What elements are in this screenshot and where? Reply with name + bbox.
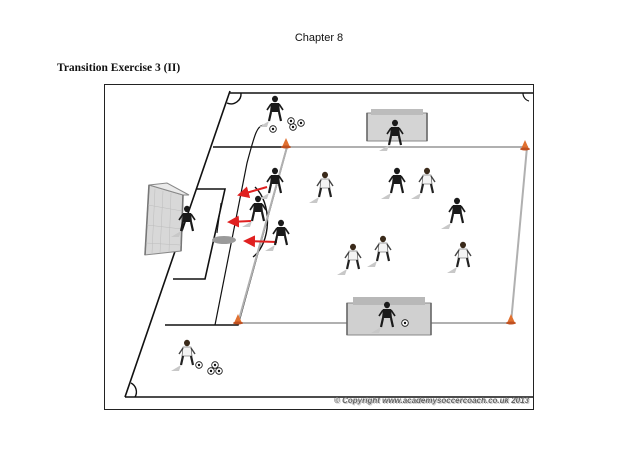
field-markings — [124, 90, 533, 398]
cone-icon — [506, 314, 516, 325]
player-light-icon — [335, 242, 363, 277]
exercise-title: Transition Exercise 3 (II) — [57, 62, 181, 74]
ball-icon — [195, 117, 409, 375]
player-dark-icon — [240, 194, 268, 229]
small-goal-icon — [366, 109, 428, 142]
large-goal-icon — [144, 182, 190, 256]
cone-icon — [281, 138, 291, 149]
player-light-icon — [307, 170, 335, 205]
copyright-text: © Copyright www.academysoccercoach.co.uk… — [333, 396, 529, 405]
chapter-heading: Chapter 8 — [294, 32, 344, 44]
pass-arrows — [227, 186, 278, 248]
cone-icon — [520, 140, 530, 151]
pitch-drawing — [124, 90, 533, 398]
player-light-icon — [169, 338, 197, 373]
player-light-icon — [365, 234, 393, 269]
player-dark-icon — [257, 94, 285, 129]
small-goal-icon — [346, 297, 432, 336]
player-dark-icon — [439, 196, 467, 231]
drill-diagram: © Copyright www.academysoccercoach.co.uk… — [104, 84, 534, 410]
player-dark-icon — [263, 218, 291, 253]
player-light-icon — [409, 166, 437, 201]
cone-icon — [233, 314, 243, 325]
player-dark-icon — [379, 166, 407, 201]
player-light-icon — [445, 240, 473, 275]
